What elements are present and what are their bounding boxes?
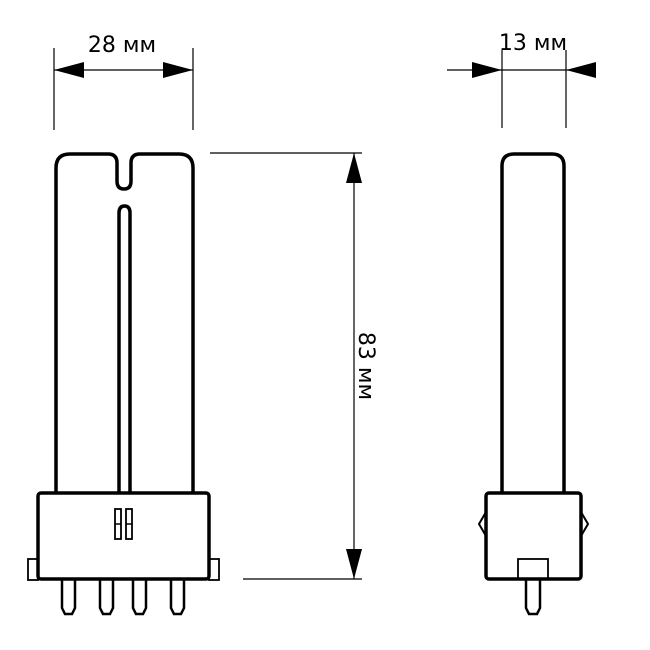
tube-inner-slot bbox=[117, 204, 132, 493]
base-side bbox=[484, 491, 583, 581]
height-label: 83 мм bbox=[353, 332, 378, 400]
dimension-lines bbox=[53, 48, 596, 580]
side-tab-right bbox=[208, 558, 220, 581]
clip-right bbox=[580, 511, 590, 537]
clip-left bbox=[477, 511, 487, 537]
tube-outline bbox=[54, 152, 195, 493]
pin bbox=[131, 580, 148, 616]
pin bbox=[60, 580, 77, 616]
pin-socket bbox=[517, 558, 549, 580]
side-tab-left bbox=[27, 558, 39, 581]
depth-label: 13 мм bbox=[499, 31, 567, 56]
pin bbox=[524, 580, 542, 616]
width-label: 28 мм bbox=[88, 33, 156, 58]
tube-outline-side bbox=[500, 152, 566, 493]
pin bbox=[169, 580, 186, 616]
pin bbox=[98, 580, 115, 616]
side-view bbox=[477, 152, 590, 616]
base bbox=[36, 491, 211, 581]
front-view bbox=[27, 152, 220, 616]
